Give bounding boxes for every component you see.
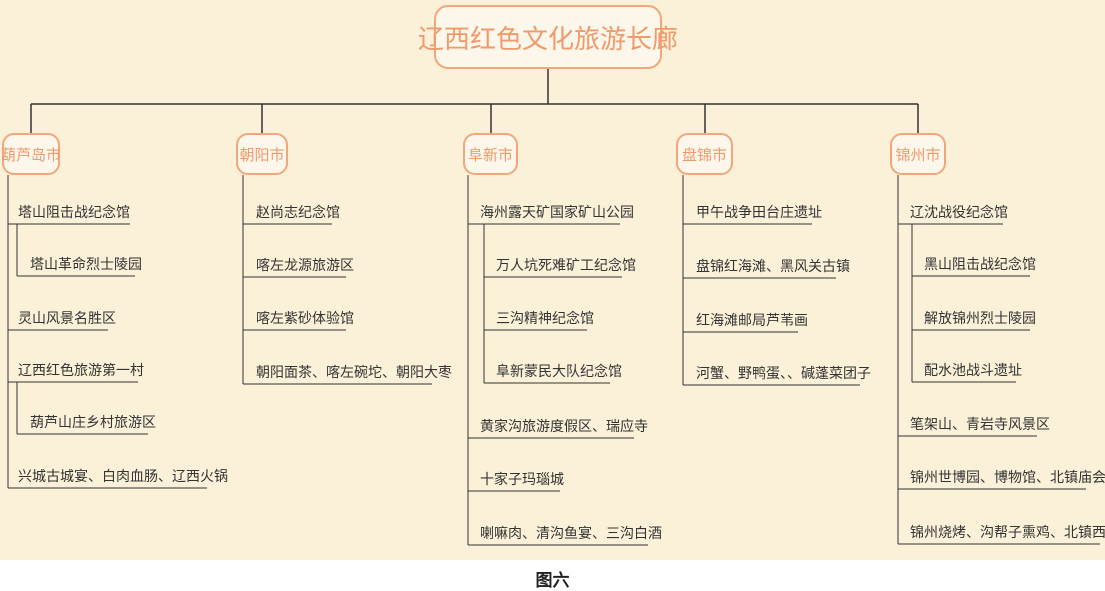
huludao-item-6: 兴城古城宴、白肉血肠、辽西火锅: [18, 469, 228, 485]
chaoyang-item-2: 喀左龙源旅游区: [256, 258, 354, 274]
city-box-chaoyang: 朝阳市: [236, 133, 288, 175]
panjin-item-3: 红海滩邮局芦苇画: [696, 313, 808, 329]
jinzhou-item-4: 配水池战斗遗址: [924, 363, 1022, 379]
huludao-item-4: 辽西红色旅游第一村: [18, 363, 144, 379]
diagram-canvas: 辽西红色文化旅游长廊 葫芦岛市 朝阳市 阜新市 盘锦市 锦州市 塔山阻击战纪念馆…: [0, 0, 1105, 560]
chaoyang-item-1: 赵尚志纪念馆: [256, 205, 340, 221]
fuxin-item-2: 万人坑死难矿工纪念馆: [496, 258, 636, 274]
city-box-jinzhou: 锦州市: [890, 133, 946, 175]
huludao-item-2: 塔山革命烈士陵园: [30, 257, 142, 273]
jinzhou-item-3: 解放锦州烈士陵园: [924, 311, 1036, 327]
jinzhou-item-1: 辽沈战役纪念馆: [910, 205, 1008, 221]
jinzhou-item-6: 锦州世博园、博物馆、北镇庙会: [910, 470, 1105, 486]
huludao-item-1: 塔山阻击战纪念馆: [18, 205, 130, 221]
chaoyang-item-4: 朝阳面茶、喀左碗坨、朝阳大枣: [256, 365, 452, 381]
jinzhou-item-7: 锦州烧烤、沟帮子熏鸡、北镇西茶: [910, 525, 1105, 541]
connector-lines: [7, 69, 1100, 546]
huludao-item-3: 灵山风景名胜区: [18, 311, 116, 327]
jinzhou-item-2: 黑山阻击战纪念馆: [924, 257, 1036, 273]
city-box-panjin: 盘锦市: [676, 133, 733, 175]
root-title-box: 辽西红色文化旅游长廊: [418, 5, 678, 69]
panjin-item-4: 河蟹、野鸭蛋、、碱蓬菜团子: [696, 366, 871, 382]
fuxin-item-3: 三沟精神纪念馆: [496, 311, 594, 327]
panjin-item-1: 甲午战争田台庄遗址: [696, 205, 822, 221]
fuxin-item-1: 海州露天矿国家矿山公园: [480, 205, 634, 221]
jinzhou-item-5: 笔架山、青岩寺风景区: [910, 417, 1050, 433]
panjin-item-2: 盘锦红海滩、黑风关古镇: [696, 259, 850, 275]
huludao-item-5: 葫芦山庄乡村旅游区: [30, 415, 156, 431]
city-box-fuxin: 阜新市: [463, 133, 518, 175]
fuxin-item-7: 喇嘛肉、清沟鱼宴、三沟白酒: [480, 526, 662, 542]
fuxin-item-6: 十家子玛瑙城: [480, 472, 564, 488]
fuxin-item-4: 阜新蒙民大队纪念馆: [496, 364, 622, 380]
city-box-huludao: 葫芦岛市: [1, 133, 61, 175]
fuxin-item-5: 黄家沟旅游度假区、瑞应寺: [480, 419, 648, 435]
chaoyang-item-3: 喀左紫砂体验馆: [256, 311, 354, 327]
figure-caption: 图六: [535, 571, 570, 591]
